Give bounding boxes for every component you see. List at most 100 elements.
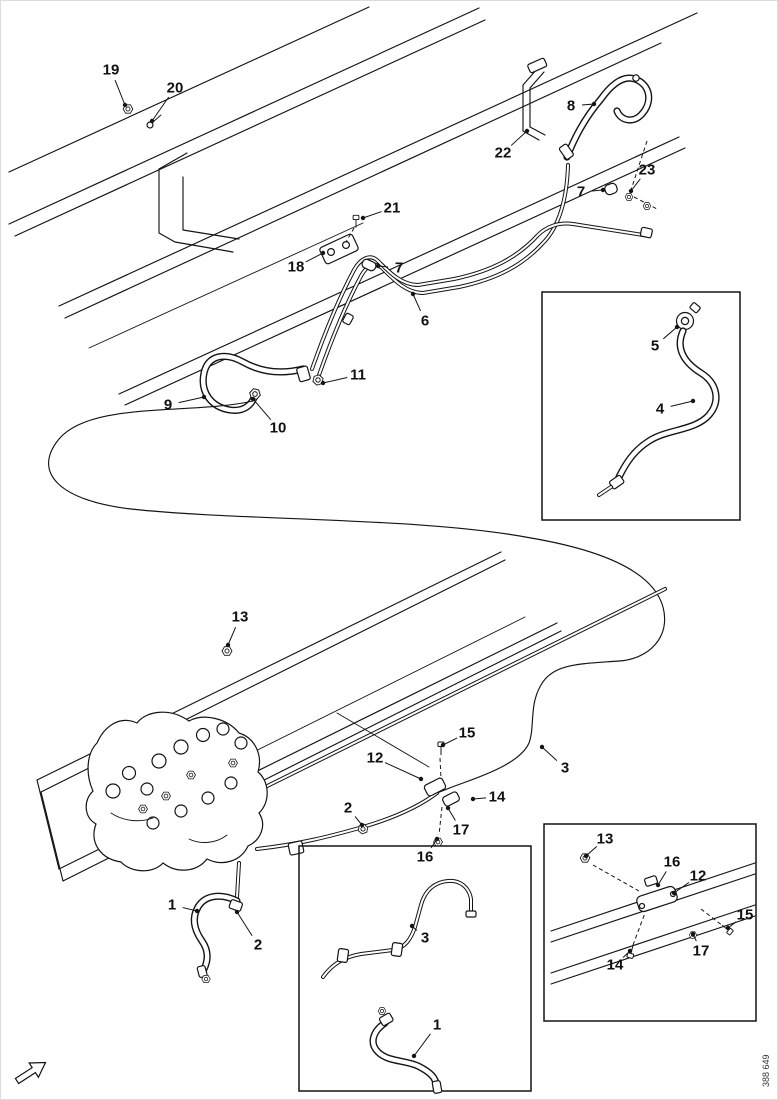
callout-label-12: 12: [367, 750, 384, 767]
callout-leader: [178, 396, 205, 404]
callout-label-22: 22: [495, 145, 512, 162]
callout-label-15: 15: [737, 907, 754, 924]
fitting-11: [296, 365, 325, 387]
callout-23-1: 1: [168, 897, 200, 914]
callout-dot: [250, 396, 256, 402]
callout-leader: [305, 252, 324, 263]
tube-6-pair: [310, 163, 653, 377]
callout-8-7: 7: [375, 260, 403, 277]
callout-label-13: 13: [597, 831, 614, 848]
figure-code: 388 649: [761, 1054, 771, 1087]
callout-label-19: 19: [103, 62, 120, 79]
clip-7-lower: [361, 258, 377, 272]
callout-28-16: 16: [655, 854, 680, 888]
callout-11-9: 9: [164, 394, 207, 414]
callout-2-8: 8: [567, 98, 597, 115]
callout-26-1: 1: [411, 1017, 441, 1059]
callout-dot: [690, 398, 696, 404]
callout-30-15: 15: [725, 907, 754, 931]
nuts-23: [624, 140, 658, 210]
clamp-12-assembly: [423, 741, 460, 847]
callout-leader: [236, 911, 253, 936]
hose-1-main: [190, 861, 244, 984]
callout-dot: [201, 394, 207, 400]
pump-outlet-tube: [255, 791, 439, 856]
fitting-5: [675, 302, 701, 331]
callout-leader: [114, 80, 126, 106]
callout-0-19: 19: [103, 62, 128, 108]
callout-dot: [600, 187, 606, 193]
callout-leader: [662, 326, 678, 340]
callout-9-6: 6: [410, 291, 429, 330]
callout-dot: [320, 380, 326, 386]
callout-label-8: 8: [567, 98, 575, 115]
callout-label-18: 18: [288, 259, 305, 276]
callout-leader: [670, 400, 694, 407]
callout-10-11: 11: [320, 367, 366, 386]
bracket-22: [522, 57, 548, 141]
callout-leader: [447, 807, 456, 821]
hose-8: [558, 74, 653, 161]
callout-7-18: 18: [288, 250, 326, 276]
inset-bottom-center: [298, 845, 532, 1094]
callout-dot: [445, 805, 451, 811]
callout-label-23: 23: [639, 162, 656, 179]
callout-label-15: 15: [459, 725, 476, 742]
callout-dot: [320, 250, 326, 256]
callout-leader: [384, 762, 422, 780]
long-fuel-line-loop: [48, 400, 666, 794]
inset-bottom-right: [543, 823, 757, 1022]
callout-dot: [122, 102, 128, 108]
callout-32-14: 14: [607, 948, 633, 974]
callout-leader: [151, 96, 170, 122]
callout-label-9: 9: [164, 397, 172, 414]
upper-frame-assembly: [8, 6, 698, 406]
callout-17-12: 12: [367, 750, 424, 782]
callout-leader: [585, 845, 598, 857]
callout-dot: [674, 324, 680, 330]
callout-dot: [375, 263, 381, 269]
callout-dot: [225, 642, 231, 648]
callout-24-2: 2: [234, 909, 262, 954]
callout-label-6: 6: [421, 313, 429, 330]
callout-15-13: 13: [225, 609, 248, 648]
hose-9: [199, 352, 307, 414]
callout-22-16: 16: [417, 836, 440, 866]
callout-label-14: 14: [489, 789, 506, 806]
callout-dot: [234, 909, 240, 915]
callout-dot: [360, 215, 366, 221]
callout-label-11: 11: [350, 367, 366, 384]
callout-dot: [628, 188, 634, 194]
callout-label-1: 1: [433, 1017, 441, 1034]
callout-dot: [539, 744, 545, 750]
callout-21-17: 17: [445, 805, 469, 839]
nut-13-main: [221, 646, 233, 656]
callout-leader: [182, 907, 198, 912]
callout-dot: [671, 890, 677, 896]
callout-leader: [442, 737, 458, 746]
callout-3-22: 22: [495, 128, 530, 162]
callout-label-3: 3: [421, 930, 429, 947]
callout-31-17: 17: [690, 931, 709, 960]
callout-label-20: 20: [167, 80, 184, 97]
callout-leader: [413, 1033, 431, 1057]
callout-leader: [673, 881, 690, 894]
tube-3-inset: [321, 878, 477, 979]
clip-7-upper: [604, 182, 618, 196]
callout-dot: [690, 931, 696, 937]
callout-label-3: 3: [561, 760, 569, 777]
callout-label-2: 2: [254, 937, 262, 954]
callout-18-3: 3: [539, 744, 569, 777]
callout-leader: [510, 130, 528, 146]
callout-20-2: 2: [344, 800, 365, 828]
callout-label-2: 2: [344, 800, 352, 817]
hose-1-inset: [369, 1007, 443, 1094]
callout-dot: [591, 101, 597, 107]
callout-14-4: 4: [656, 398, 696, 418]
callout-dot: [725, 925, 731, 931]
callout-dot: [434, 836, 440, 842]
bracket-18: [319, 233, 359, 265]
callout-label-12: 12: [690, 868, 707, 885]
callout-leader: [630, 178, 641, 192]
